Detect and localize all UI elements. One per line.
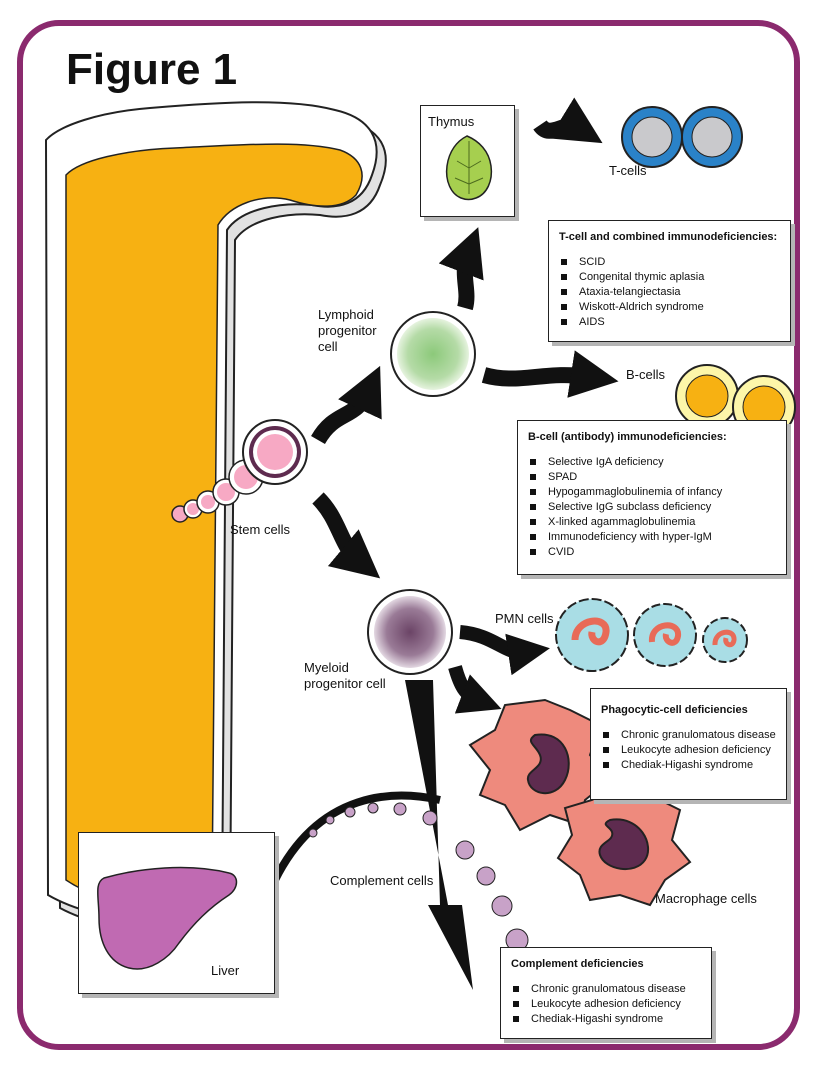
lymphoid-label-line3: cell — [318, 339, 338, 354]
liver-icon — [97, 866, 238, 970]
bcell-box-list: Selective IgA deficiency SPAD Hypogammag… — [528, 455, 776, 560]
list-item: Chediak-Higashi syndrome — [511, 1012, 701, 1027]
macrophage-cells-label: Macrophage cells — [655, 891, 757, 906]
thymus-icon — [445, 135, 493, 201]
list-item: Chediak-Higashi syndrome — [601, 758, 776, 773]
list-item: SCID — [559, 255, 780, 270]
phagocytic-deficiency-box: Phagocytic-cell deficiencies Chronic gra… — [590, 688, 787, 800]
lymphoid-label-line1: Lymphoid — [318, 307, 374, 322]
list-item: Congenital thymic aplasia — [559, 270, 780, 285]
list-item: Chronic granulomatous disease — [511, 982, 701, 997]
stem-cells-label: Stem cells — [230, 522, 290, 537]
b-cells-label: B-cells — [626, 367, 666, 382]
liver-box: Liver — [78, 832, 275, 994]
list-item: Immunodeficiency with hyper-IgM — [528, 530, 776, 545]
figure-title: Figure 1 — [66, 45, 238, 94]
stem-cells — [171, 419, 308, 523]
t-cells-label: T-cells — [609, 163, 647, 178]
tcell-box-heading: T-cell and combined immunodeficiencies: — [559, 231, 778, 243]
macrophage-cells — [468, 698, 692, 907]
tcell-deficiency-box: T-cell and combined immunodeficiencies: … — [548, 220, 791, 342]
complement-deficiency-box: Complement deficiencies Chronic granulom… — [500, 947, 712, 1039]
lymphoid-label-line2: progenitor — [318, 323, 377, 338]
liver-label: Liver — [211, 963, 240, 978]
bcell-box-heading: B-cell (antibody) immunodeficiencies: — [528, 431, 727, 443]
list-item: Chronic granulomatous disease — [601, 728, 776, 743]
list-item: Wiskott-Aldrich syndrome — [559, 300, 780, 315]
list-item: Leukocyte adhesion deficiency — [601, 743, 776, 758]
thymus-box: Thymus — [420, 105, 515, 217]
myeloid-label-line2: progenitor cell — [304, 676, 386, 691]
myeloid-label-line1: Myeloid — [304, 660, 349, 675]
complement-cells-label: Complement cells — [330, 873, 434, 888]
list-item: Leukocyte adhesion deficiency — [511, 997, 701, 1012]
complement-box-list: Chronic granulomatous disease Leukocyte … — [511, 982, 701, 1027]
complement-arrow — [405, 680, 473, 990]
t-cells — [621, 106, 743, 168]
phagocytic-box-heading: Phagocytic-cell deficiencies — [601, 704, 748, 716]
list-item: SPAD — [528, 470, 776, 485]
phagocytic-box-list: Chronic granulomatous disease Leukocyte … — [601, 728, 776, 773]
bcell-deficiency-box: B-cell (antibody) immunodeficiencies: Se… — [517, 420, 787, 575]
lymphoid-progenitor-cell — [390, 311, 476, 397]
list-item: X-linked agammaglobulinemia — [528, 515, 776, 530]
tcell-box-list: SCID Congenital thymic aplasia Ataxia-te… — [559, 255, 780, 330]
pmn-cells — [555, 598, 748, 672]
complement-cell-dots — [308, 802, 529, 952]
list-item: AIDS — [559, 315, 780, 330]
list-item: Selective IgA deficiency — [528, 455, 776, 470]
list-item: Selective IgG subclass deficiency — [528, 500, 776, 515]
thymus-label: Thymus — [428, 114, 475, 129]
pathway-arrows — [311, 97, 619, 714]
complement-box-heading: Complement deficiencies — [511, 958, 644, 970]
myeloid-progenitor-cell — [367, 589, 453, 675]
pmn-cells-label: PMN cells — [495, 611, 554, 626]
figure-frame — [17, 20, 800, 1050]
liver-to-complement-curve — [271, 791, 441, 882]
list-item: CVID — [528, 545, 776, 560]
list-item: Hypogammaglobulinemia of infancy — [528, 485, 776, 500]
list-item: Ataxia-telangiectasia — [559, 285, 780, 300]
